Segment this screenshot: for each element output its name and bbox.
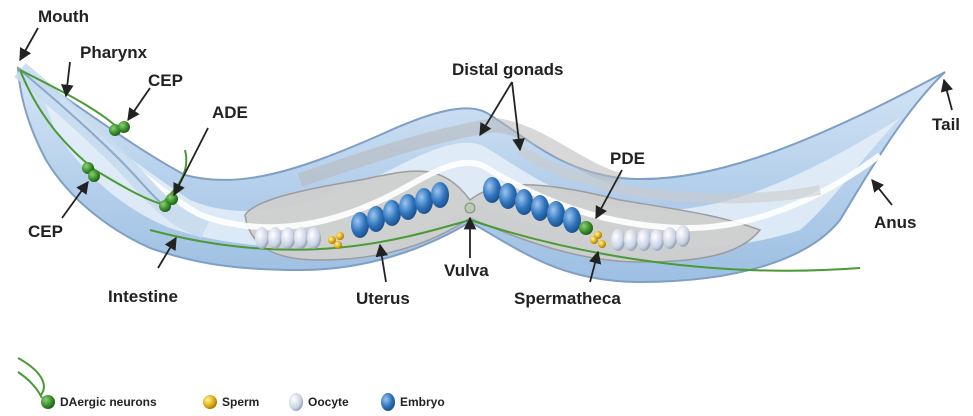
label-pharynx: Pharynx: [80, 43, 148, 62]
legend-embryo-icon: [381, 393, 395, 411]
label-vulva: Vulva: [444, 261, 489, 280]
label-pde: PDE: [610, 149, 645, 168]
legend-daergic: DAergic neurons: [60, 395, 157, 409]
label-uterus: Uterus: [356, 289, 410, 308]
label-distal-gonads: Distal gonads: [452, 60, 563, 79]
legend-neuron-process: [18, 358, 44, 396]
legend: DAergic neurons Sperm Oocyte Embryo: [18, 358, 445, 411]
label-cep-top: CEP: [148, 71, 183, 90]
vulva-marker: [465, 203, 475, 213]
legend-sperm-icon: [203, 395, 217, 409]
legend-oocyte: Oocyte: [308, 395, 349, 409]
label-cep-left: CEP: [28, 222, 63, 241]
label-mouth: Mouth: [38, 7, 89, 26]
label-intestine: Intestine: [108, 287, 178, 306]
legend-neuron-icon: [41, 395, 55, 409]
worm-body: [18, 68, 945, 282]
label-anus: Anus: [874, 213, 917, 232]
label-spermatheca: Spermatheca: [514, 289, 621, 308]
legend-oocyte-icon: [289, 393, 303, 411]
label-ade: ADE: [212, 103, 248, 122]
legend-embryo: Embryo: [400, 395, 445, 409]
legend-neuron-process-2: [18, 372, 42, 398]
legend-sperm: Sperm: [222, 395, 259, 409]
label-tail: Tail: [932, 115, 960, 134]
